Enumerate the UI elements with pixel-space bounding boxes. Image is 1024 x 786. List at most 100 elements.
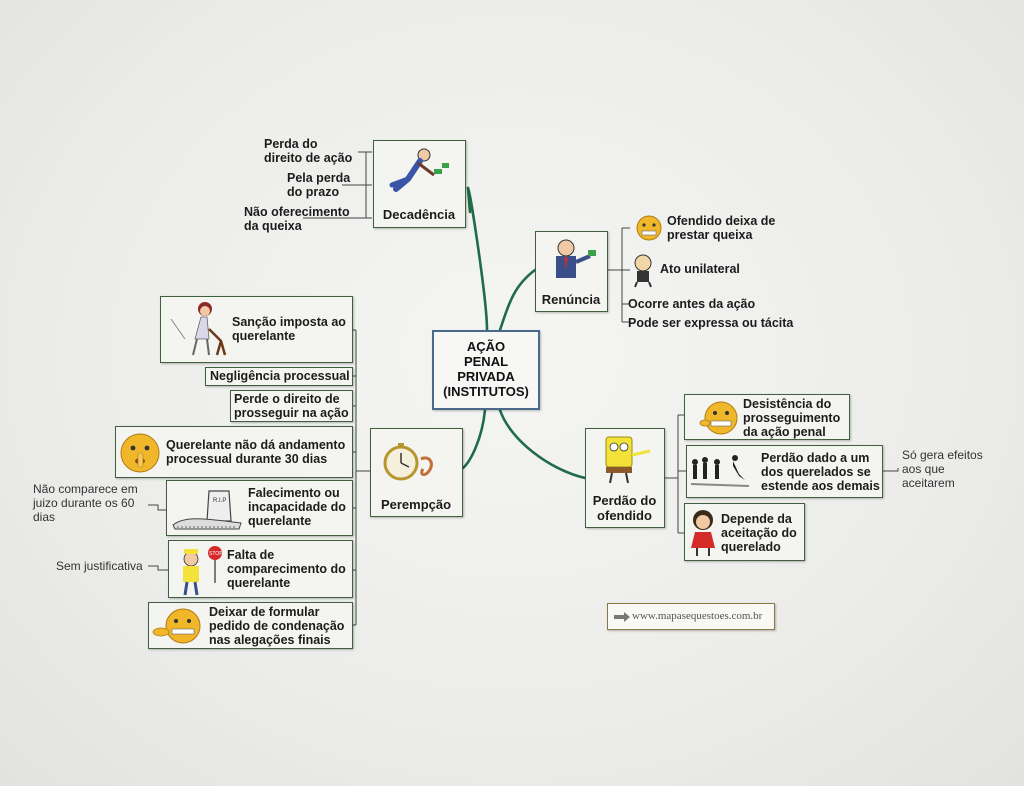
perempcao-item-3-line-2: prosseguir na ação: [234, 406, 349, 420]
perempcao-hub[interactable]: Perempção: [370, 428, 463, 517]
pocket-watch-icon: [383, 443, 433, 481]
perdao-item-1-line-1: Desistência do: [743, 397, 832, 411]
note-falecimento-line-2: juizo durante os 60: [33, 496, 135, 510]
perdao-item-2-line-2: dos querelados se: [761, 465, 871, 479]
perdao-note-line-1: Só gera efeitos: [902, 448, 983, 462]
perempcao-item-7-line-3: nas alegações finais: [209, 633, 331, 647]
smiley-zipped-icon: [152, 608, 201, 644]
svg-text:STOP: STOP: [209, 551, 223, 557]
smiley-shush-icon: [120, 433, 160, 473]
arrow-logo-icon: [614, 612, 630, 622]
perdao-hub[interactable]: Perdão do ofendido: [585, 428, 665, 528]
perdao-item-3-text: Depende da aceitação do querelado: [721, 512, 797, 554]
decadencia-item-1-line-2: direito de ação: [264, 151, 353, 165]
decadencia-item-2: Pela perda do prazo: [287, 171, 350, 199]
perempcao-item-5-line-3: querelante: [248, 514, 312, 528]
perempcao-item-5-box[interactable]: R.I.P Falecimento ou incapacidade do que…: [166, 480, 353, 536]
perempcao-item-3-text: Perde o direito de prosseguir na ação: [234, 392, 349, 420]
perdao-item-1-text: Desistência do prosseguimento da ação pe…: [743, 397, 840, 439]
perempcao-item-6-box[interactable]: STOP Falta de comparecimento do querelan…: [168, 540, 353, 598]
central-title-line-4: (INSTITUTOS): [443, 384, 529, 399]
perdao-item-1-line-3: da ação penal: [743, 425, 826, 439]
perempcao-item-4-text: Querelante não dá andamento processual d…: [166, 438, 345, 466]
decadencia-label: Decadência: [382, 207, 456, 222]
perempcao-item-3-line-1: Perde o direito de: [234, 392, 340, 406]
falling-man-icon: [389, 148, 449, 192]
perdao-label: Perdão do ofendido: [586, 493, 663, 523]
central-title-line-3: PRIVADA: [457, 369, 515, 384]
perempcao-item-1-text: Sanção imposta ao querelante: [232, 315, 346, 343]
note-falecimento-line-3: dias: [33, 510, 56, 524]
perdao-item-2-box[interactable]: Perdão dado a um dos querelados se esten…: [686, 445, 883, 498]
perdao-item-2-text: Perdão dado a um dos querelados se esten…: [761, 451, 880, 493]
perempcao-item-7-line-2: pedido de condenação: [209, 619, 345, 633]
perempcao-item-7-line-1: Deixar de formular: [209, 605, 320, 619]
businessman-icon: [556, 239, 596, 278]
perempcao-item-6-line-2: comparecimento do: [227, 562, 346, 576]
stop-sign-worker-icon: STOP: [183, 546, 223, 596]
perempcao-item-6-line-3: querelante: [227, 576, 291, 590]
perempcao-item-4-line-1: Querelante não dá andamento: [166, 438, 346, 452]
perempcao-item-7-box[interactable]: Deixar de formular pedido de condenação …: [148, 602, 353, 649]
decadencia-item-2-line-2: do prazo: [287, 185, 340, 199]
note-falecimento-line-1: Não comparece em: [33, 482, 138, 496]
renuncia-item-4: Pode ser expressa ou tácita: [628, 316, 794, 330]
renuncia-item-2: Ato unilateral: [660, 262, 740, 276]
renuncia-label: Renúncia: [541, 292, 601, 307]
perdao-item-2-line-3: estende aos demais: [761, 479, 880, 493]
svg-text:R.I.P: R.I.P: [213, 498, 226, 504]
smiley-zipped-icon: [636, 215, 662, 241]
perdao-label-line-1: Perdão do: [592, 493, 657, 508]
central-topic-title: AÇÃO PENAL PRIVADA (INSTITUTOS): [434, 339, 538, 399]
perempcao-item-4-line-2: processual durante 30 dias: [166, 452, 328, 466]
perdao-item-3-line-1: Depende da: [721, 512, 792, 526]
perempcao-note-falta: Sem justificativa: [56, 559, 143, 573]
cartoon-girl-icon: [691, 510, 715, 556]
perdao-note-line-2: aos que: [902, 462, 945, 476]
perdao-item-1-box[interactable]: Desistência do prosseguimento da ação pe…: [684, 394, 850, 440]
perdao-label-line-2: ofendido: [597, 508, 652, 523]
perempcao-item-5-line-1: Falecimento ou: [248, 486, 340, 500]
decadencia-item-2-line-1: Pela perda: [287, 171, 351, 185]
crowd-silhouette-icon: [690, 455, 750, 487]
renuncia-item-1: Ofendido deixa de prestar queixa: [667, 214, 775, 242]
central-title-line-2: PENAL: [463, 354, 509, 369]
renuncia-item-1-line-1: Ofendido deixa de: [667, 214, 776, 228]
perdao-note: Só gera efeitos aos que aceitarem: [902, 448, 983, 490]
perempcao-item-1-line-1: Sanção imposta ao: [232, 315, 346, 329]
cartoon-boy-icon: [634, 254, 652, 288]
decadencia-hub[interactable]: Decadência: [373, 140, 466, 228]
perempcao-item-4-box[interactable]: Querelante não dá andamento processual d…: [115, 426, 353, 478]
perdao-item-3-line-3: querelado: [721, 540, 781, 554]
perdao-note-line-3: aceitarem: [902, 476, 955, 490]
renuncia-item-3: Ocorre antes da ação: [628, 297, 756, 311]
perdao-item-3-line-2: aceitação do: [721, 526, 797, 540]
woman-with-chair-icon: [170, 302, 227, 356]
central-topic-box[interactable]: AÇÃO PENAL PRIVADA (INSTITUTOS): [432, 330, 540, 410]
decadencia-item-3: Não oferecimento da queixa: [244, 205, 350, 233]
central-title-line-1: AÇÃO: [466, 339, 506, 354]
tombstone-icon: R.I.P: [172, 490, 242, 530]
perempcao-item-5-line-2: incapacidade do: [248, 500, 346, 514]
decadencia-item-1: Perda do direito de ação: [264, 137, 352, 165]
perempcao-label: Perempção: [380, 497, 452, 512]
perempcao-item-7-text: Deixar de formular pedido de condenação …: [209, 605, 344, 647]
perdao-item-2-line-1: Perdão dado a um: [761, 451, 870, 465]
perempcao-item-1-line-2: querelante: [232, 329, 296, 343]
smiley-zipped-icon: [699, 401, 738, 435]
perempcao-item-2-text: Negligência processual: [210, 369, 350, 383]
decadencia-item-3-line-2: da queixa: [244, 219, 302, 233]
sponge-character-icon: [605, 436, 651, 484]
renuncia-item-1-line-2: prestar queixa: [667, 228, 753, 242]
perempcao-item-2-box[interactable]: Negligência processual: [205, 367, 353, 386]
website-watermark: www.mapasequestoes.com.br: [607, 603, 775, 630]
watermark-text: www.mapasequestoes.com.br: [632, 610, 763, 622]
perempcao-item-3-box[interactable]: Perde o direito de prosseguir na ação: [230, 390, 353, 422]
perdao-item-1-line-2: prosseguimento: [743, 411, 841, 425]
renuncia-hub[interactable]: Renúncia: [535, 231, 608, 312]
perempcao-item-1-box[interactable]: Sanção imposta ao querelante: [160, 296, 353, 363]
perempcao-item-6-line-1: Falta de: [227, 548, 275, 562]
perempcao-item-5-text: Falecimento ou incapacidade do querelant…: [248, 486, 346, 528]
perdao-item-3-box[interactable]: Depende da aceitação do querelado: [684, 503, 805, 561]
